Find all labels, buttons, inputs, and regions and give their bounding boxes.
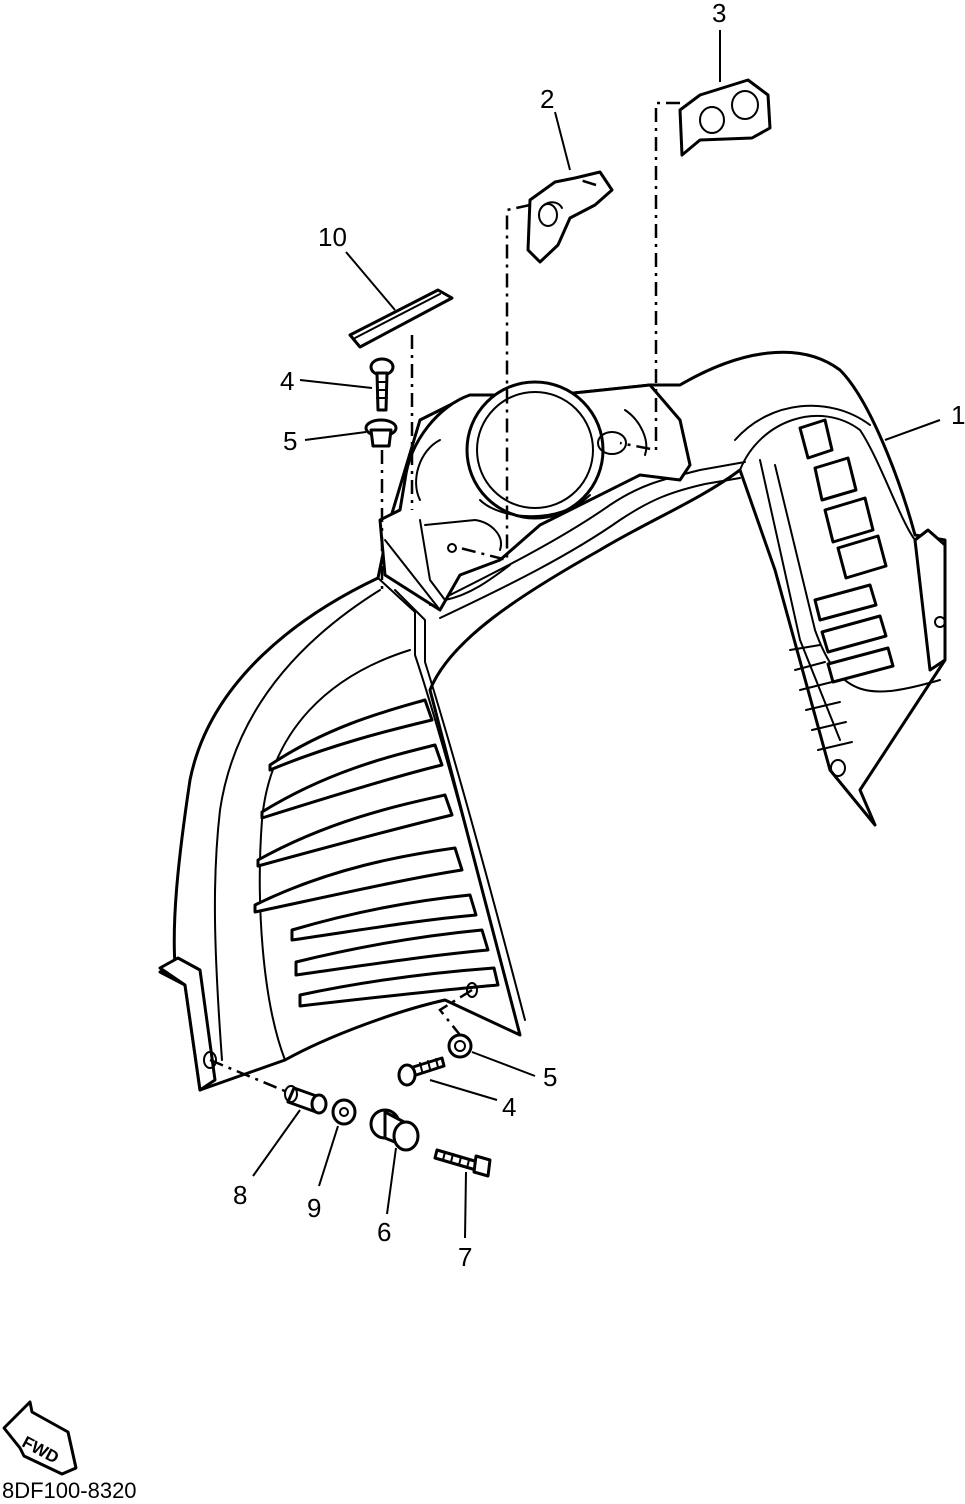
callout-4-bottom: 4 xyxy=(502,1092,516,1122)
callout-5-bottom: 5 xyxy=(543,1062,557,1092)
assembly-lines xyxy=(209,101,680,1096)
screw-lower xyxy=(397,1056,446,1087)
callout-5-top: 5 xyxy=(283,426,297,456)
callout-3: 3 xyxy=(712,0,726,28)
fwd-arrow-icon: FWD xyxy=(2,1400,78,1476)
callout-labels: 1 2 3 10 4 5 5 4 8 9 6 7 xyxy=(233,0,965,1272)
screw-upper xyxy=(369,357,395,412)
washer-part-9 xyxy=(331,1098,357,1126)
callout-4-top: 4 xyxy=(280,366,294,396)
diagram-code: 8DF100-8320 xyxy=(2,1478,137,1503)
collar-part-8 xyxy=(284,1085,328,1115)
callout-10: 10 xyxy=(318,222,347,252)
bracket-part-2 xyxy=(526,170,614,264)
callout-7: 7 xyxy=(458,1242,472,1272)
grommet-part-6 xyxy=(369,1108,420,1152)
callout-6: 6 xyxy=(377,1217,391,1247)
leader-lines xyxy=(252,30,941,1239)
bolt-part-7 xyxy=(433,1148,492,1178)
strip-part-10 xyxy=(348,288,454,349)
main-panel-part xyxy=(158,350,947,1092)
grommet-upper xyxy=(364,418,398,448)
meter-housing xyxy=(378,380,692,612)
callout-8: 8 xyxy=(233,1180,247,1210)
callout-9: 9 xyxy=(307,1193,321,1223)
callout-2: 2 xyxy=(540,84,554,114)
plate-part-3 xyxy=(678,78,772,157)
grommet-lower xyxy=(447,1033,473,1059)
callout-1: 1 xyxy=(951,400,965,430)
